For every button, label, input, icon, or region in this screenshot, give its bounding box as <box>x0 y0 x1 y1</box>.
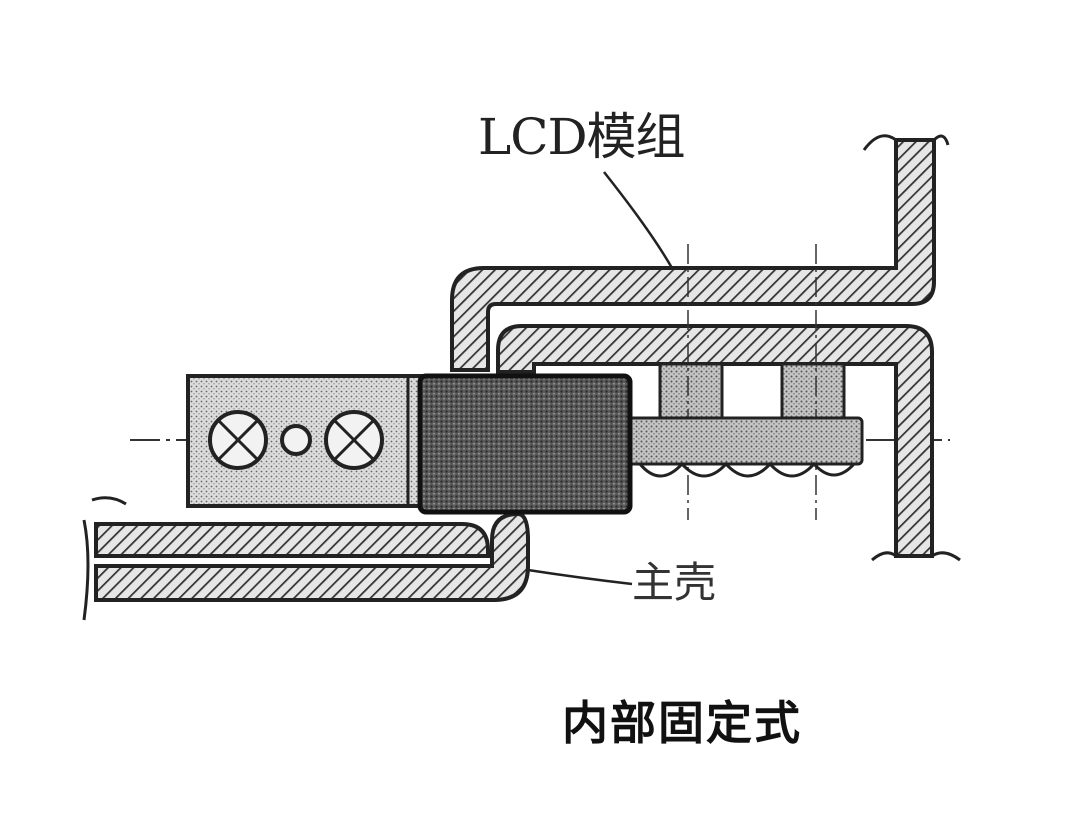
hinge-sleeve <box>417 373 633 515</box>
main-shell-housing <box>82 496 530 621</box>
small-circle-icon <box>280 424 312 456</box>
cross-circle-icon <box>208 410 268 470</box>
diagram-caption: 内部固定式 <box>562 696 802 750</box>
lcd-outer-housing <box>450 134 950 372</box>
lcd-module-leader-line <box>603 171 674 269</box>
hinge-shaft-plate <box>624 416 864 478</box>
lcd-inner-bracket <box>496 324 961 562</box>
lcd-module-label: LCD模组 <box>478 108 686 166</box>
main-shell-leader-line <box>527 568 633 586</box>
main-shell-label: 主壳 <box>632 558 717 607</box>
cross-circle-icon <box>324 410 384 470</box>
